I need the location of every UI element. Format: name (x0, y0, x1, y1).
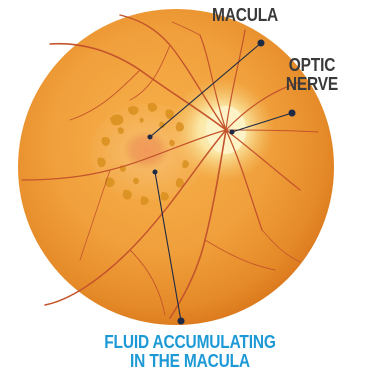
macula-label: MACULA (202, 5, 288, 25)
optic-nerve-target-dot (230, 130, 234, 134)
optic-nerve-label-line1: OPTIC (272, 56, 351, 75)
fluid-label-line2: IN THE MACULA (85, 352, 295, 371)
fluid-label-line1: FLUID ACCUMULATING (85, 333, 295, 352)
optic-nerve-label-line2: NERVE (272, 75, 351, 94)
macula-target-dot (148, 135, 152, 139)
macula-label-text: MACULA (202, 5, 288, 25)
fluid-accumulation-label: FLUID ACCUMULATING IN THE MACULA (85, 333, 295, 371)
fluid-target-dot (153, 170, 157, 174)
macula-leader-dot (258, 40, 264, 46)
fluid-leader-dot (178, 318, 184, 324)
optic-nerve-leader-dot (289, 110, 295, 116)
optic-nerve-label: OPTIC NERVE (272, 56, 351, 94)
